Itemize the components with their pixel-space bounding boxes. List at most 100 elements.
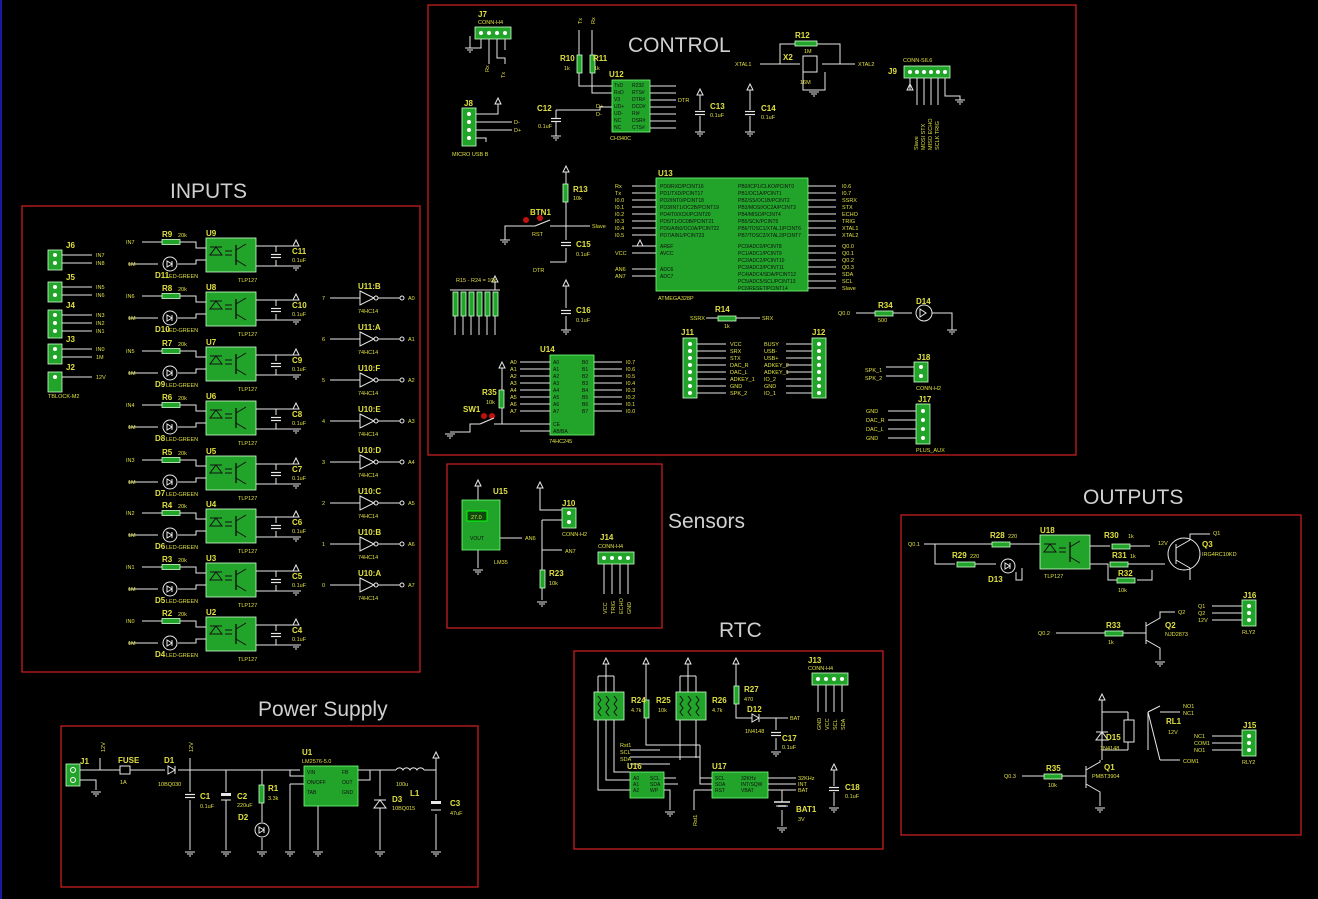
r35-base-resistor[interactable]: [1043, 773, 1063, 780]
u14-buffer-chip[interactable]: [549, 354, 595, 436]
r23-resistor[interactable]: [539, 569, 546, 589]
input-resistor-1[interactable]: [161, 293, 181, 299]
x2-crystal[interactable]: [802, 55, 818, 73]
u14-net-right-2: I0.5: [626, 374, 635, 380]
inputs-section-title: INPUTS: [170, 180, 247, 203]
q3-ref: Q3: [1202, 540, 1213, 549]
fuse-component[interactable]: [119, 765, 131, 775]
d3-zener-diode[interactable]: [373, 799, 387, 809]
c2-electrolytic-cap[interactable]: [221, 793, 231, 796]
u16-eeprom-chip[interactable]: [629, 771, 665, 799]
j7-connector[interactable]: [474, 26, 512, 40]
input-resistor-value-0: 20k: [178, 233, 187, 239]
input-connector-j5[interactable]: [47, 281, 63, 303]
u17-rtc-chip[interactable]: [711, 771, 769, 799]
j12-ref: J12: [812, 328, 826, 337]
input-resistor-6[interactable]: [161, 564, 181, 570]
j8-usb-connector[interactable]: [461, 107, 477, 147]
u13-pin-right-0: PB0/ICP1/CLKO/PCINT0: [738, 184, 794, 190]
input-gate-ref-7: U10:A: [358, 569, 381, 578]
j13-connector[interactable]: [811, 672, 849, 686]
r31-resistor[interactable]: [1109, 561, 1129, 568]
outputs-section-box: [900, 514, 1302, 836]
c3-electrolytic-cap[interactable]: [431, 801, 441, 804]
r35-value: 10k: [486, 400, 495, 406]
j10-connector[interactable]: [561, 507, 577, 529]
input-resistor-4[interactable]: [161, 457, 181, 463]
r33-resistor[interactable]: [1104, 630, 1124, 637]
j17-aux-connector[interactable]: [915, 403, 931, 445]
input-resistor-0[interactable]: [161, 239, 181, 245]
r27-resistor[interactable]: [733, 685, 740, 705]
r1-resistor[interactable]: [258, 784, 265, 804]
r34-resistor[interactable]: [874, 310, 894, 317]
j16-net-12v: 12V: [1198, 618, 1208, 624]
j1-ref: J1: [80, 757, 89, 766]
u1-regulator-chip[interactable]: [303, 765, 359, 807]
j11-header[interactable]: [682, 337, 698, 399]
d3-ref: D3: [392, 795, 403, 804]
r26-resistor-array[interactable]: [675, 691, 707, 721]
r35-ref: R35: [482, 388, 497, 397]
rl1-relay-coil[interactable]: [1123, 719, 1135, 743]
r14-resistor[interactable]: [717, 315, 737, 322]
r35-pullup-resistor[interactable]: [498, 389, 505, 409]
r13-resistor[interactable]: [562, 183, 569, 203]
input-cap-value-0: 0.1uF: [292, 258, 307, 264]
r25-resistor[interactable]: [643, 699, 650, 719]
u14-net-right-0: I0.7: [626, 360, 635, 366]
btn1-ref: BTN1: [530, 208, 551, 217]
r28-resistor[interactable]: [991, 541, 1011, 548]
j13-net-scl: SCL: [833, 719, 839, 730]
btn1-switch[interactable]: [534, 219, 551, 227]
input-schmitt-gate-3: [359, 413, 379, 429]
r30-resistor[interactable]: [1111, 543, 1131, 550]
input-resistor-5[interactable]: [161, 510, 181, 516]
u18-ref: U18: [1040, 526, 1055, 535]
input-connector-j2[interactable]: [47, 371, 63, 393]
input-connector-j3[interactable]: [47, 343, 63, 365]
r29-resistor[interactable]: [956, 561, 976, 568]
j14-connector[interactable]: [597, 551, 635, 565]
r24-resistor-array[interactable]: [593, 691, 625, 721]
j9-connector[interactable]: [903, 65, 951, 79]
input-resistor-value-1: 20k: [178, 287, 187, 293]
sw1-switch[interactable]: [479, 417, 495, 425]
u12-pin-r4: RI#: [632, 111, 640, 117]
r34-net-q00: Q0.0: [838, 311, 850, 317]
input-resistor-7[interactable]: [161, 618, 181, 624]
input-gate-value-0: 74HC14: [358, 309, 378, 315]
j18-value: CONN-H2: [916, 386, 941, 392]
input-led-1: [162, 310, 178, 326]
rl1-net-no1: NO1: [1183, 704, 1194, 710]
u12-chip[interactable]: [611, 79, 651, 133]
input-connector-j6[interactable]: [47, 249, 63, 271]
j12-header[interactable]: [811, 337, 827, 399]
r14-net-ssrx: SSRX: [690, 316, 705, 322]
rtc-net-sda: SDA: [620, 757, 632, 763]
u13-microcontroller[interactable]: [655, 177, 809, 292]
input-cap-value-7: 0.1uF: [292, 637, 307, 643]
r12-resistor[interactable]: [794, 40, 818, 47]
input-resistor-2[interactable]: [161, 348, 181, 354]
u12-pin-4: UD-: [614, 111, 623, 117]
d14-led[interactable]: [915, 304, 933, 322]
l1-inductor[interactable]: [395, 767, 425, 772]
input-resistor-3[interactable]: [161, 402, 181, 408]
j15-value: RLY2: [1242, 760, 1255, 766]
r10-resistor[interactable]: [576, 54, 583, 74]
r32-resistor[interactable]: [1116, 577, 1136, 584]
c15-ref: C15: [576, 240, 591, 249]
j18-connector[interactable]: [913, 361, 929, 383]
r27-value: 470: [744, 697, 753, 703]
c13-ref: C13: [710, 102, 725, 111]
u15-temp-sensor[interactable]: [461, 499, 501, 551]
q3-igbt[interactable]: [1167, 537, 1201, 571]
rtc-net-scl: SCL: [620, 750, 631, 756]
rtc-out-int: INT: [798, 782, 808, 788]
d15-diode[interactable]: [1095, 731, 1109, 741]
input-gate-in-2: 5: [322, 378, 325, 384]
d3-value: 10BQ015: [392, 806, 415, 812]
rtc-net-rst1: Rst1: [620, 743, 631, 749]
